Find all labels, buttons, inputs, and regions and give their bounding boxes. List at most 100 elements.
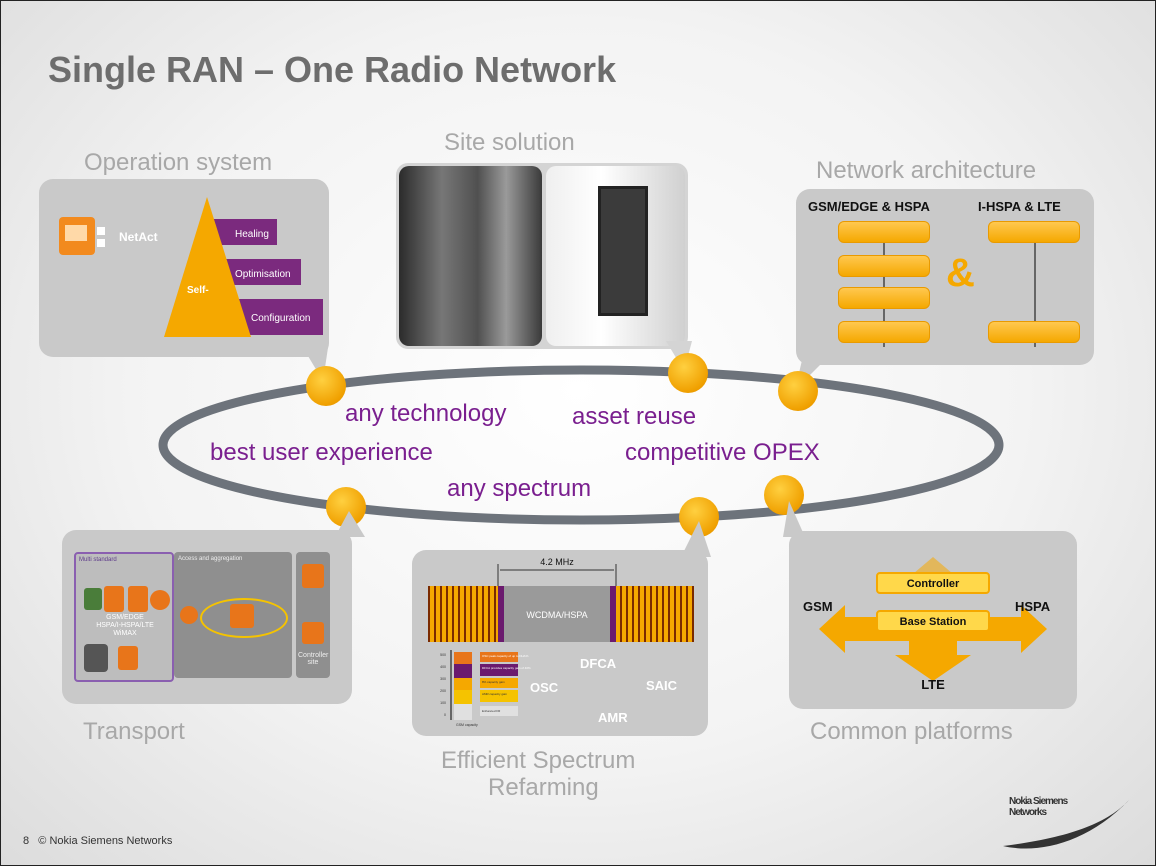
- controller-site-label: Controller site: [298, 652, 329, 666]
- wcdma-band: [504, 586, 610, 642]
- chart-tick: 300: [440, 677, 446, 681]
- access-aggregation-box: Access and aggregation: [174, 552, 292, 678]
- guard-band-left: [498, 586, 504, 642]
- legend-text: AMR capacity gain: [482, 692, 507, 696]
- page-title: Single RAN – One Radio Network: [48, 49, 617, 90]
- ring-pin-network: [778, 371, 818, 411]
- capacity-bar-dfca: [454, 664, 472, 678]
- ihspa-lte-header: I-HSPA & LTE: [978, 199, 1061, 214]
- transport-label: Transport: [83, 718, 185, 745]
- netact-diagram: NetAct Healing Optimisation Configuratio…: [59, 197, 323, 337]
- hub-icon: [180, 606, 198, 624]
- transport-panel: Multi standard GSM/EDGE HSPA/I-HSPA/LTE …: [62, 530, 352, 704]
- network-node: [838, 221, 930, 243]
- concept-competitive-opex: competitive OPEX: [625, 439, 820, 466]
- antenna-icon: [104, 586, 124, 612]
- site-solution-label: Site solution: [444, 129, 575, 156]
- spectrum-panel: WCDMA/HSPA 4.2 MHz 500 400 300 200 100 0…: [412, 550, 708, 736]
- chart-tick: 500: [440, 653, 446, 657]
- chart-tick: 200: [440, 689, 446, 693]
- concept-best-user-experience: best user experience: [210, 439, 433, 466]
- configuration-label: Configuration: [251, 313, 310, 324]
- netact-square-icon: [97, 227, 105, 235]
- chart-axis-label: GSM capacity: [456, 723, 478, 727]
- site-photo-cabinet: [546, 166, 685, 346]
- spectrum-label-line2: Refarming: [488, 774, 599, 801]
- right-stack-line: [1034, 235, 1036, 347]
- legend-text: OSC peak capacity of up to DHA%: [482, 654, 529, 658]
- self-pyramid: [164, 197, 251, 337]
- gsm-carriers-left: [428, 586, 498, 642]
- wcdma-label: WCDMA/HSPA: [526, 610, 587, 620]
- site-solution-panel: [396, 163, 688, 349]
- tower-icon: [84, 588, 102, 610]
- spectrum-label-line1: Efficient Spectrum: [441, 747, 636, 774]
- network-architecture-panel: GSM/EDGE & HSPA I-HSPA & LTE &: [796, 189, 1094, 365]
- platforms-pointer: [783, 501, 805, 537]
- server-icon: [84, 644, 108, 672]
- logo-line1: Nokia Siemens: [1009, 796, 1068, 807]
- chart-tick: 100: [440, 701, 446, 705]
- concept-any-technology: any technology: [345, 400, 507, 427]
- bandwidth-label: 4.2 MHz: [540, 557, 574, 567]
- ring-pin-platforms: [764, 475, 804, 515]
- hspa-label: HSPA: [1015, 599, 1051, 614]
- page-number: 8: [23, 835, 30, 847]
- aggregation-ring: [200, 598, 288, 638]
- multi-standard-label: Multi standard: [79, 557, 117, 563]
- legend-text: Enhanced FR: [482, 709, 501, 713]
- footer: 8 © Nokia Siemens Networks: [23, 835, 172, 847]
- logo-line2: Networks: [1009, 807, 1047, 818]
- netact-label: NetAct: [119, 230, 158, 244]
- capacity-bar-efr: [454, 704, 472, 720]
- gsm-edge-hspa-header: GSM/EDGE & HSPA: [808, 199, 930, 214]
- capacity-bar-amr: [454, 690, 472, 704]
- common-platforms-panel: Controller Base Station GSM HSPA LTE: [789, 531, 1077, 709]
- operation-system-label: Operation system: [84, 149, 273, 176]
- ring-pin-site: [668, 353, 708, 393]
- gsm-carriers-right: [616, 586, 694, 642]
- network-node: [838, 287, 930, 309]
- legend-dfca: [480, 664, 518, 676]
- concept-any-spectrum: any spectrum: [447, 475, 592, 502]
- spectrum-pointer: [681, 521, 711, 557]
- radio-icon: [150, 590, 170, 610]
- logo-swoosh-icon: [1003, 800, 1129, 849]
- chart-tick: 400: [440, 665, 446, 669]
- multi-standard-box: Multi standard GSM/EDGE HSPA/I-HSPA/LTE …: [74, 552, 174, 682]
- guard-band-right: [610, 586, 616, 642]
- gsm-edge-text: GSM/EDGE: [106, 614, 144, 621]
- gateway-icon: [302, 622, 324, 644]
- controller-label: Controller: [907, 578, 960, 590]
- operation-system-panel: NetAct Healing Optimisation Configuratio…: [39, 179, 329, 357]
- stack-text: HSPA/I-HSPA/LTE: [96, 622, 154, 629]
- network-node: [988, 321, 1080, 343]
- base-station-box: [876, 610, 990, 632]
- feature-amr: AMR: [598, 710, 628, 725]
- wimax-text: WiMAX: [113, 630, 137, 637]
- standard-list: GSM/EDGE HSPA/I-HSPA/LTE WiMAX: [90, 614, 160, 638]
- network-architecture-label: Network architecture: [816, 157, 1037, 184]
- legend-osc: [480, 652, 518, 662]
- common-platforms-label: Common platforms: [810, 718, 1013, 745]
- feature-osc: OSC: [530, 680, 559, 695]
- base-station-label: Base Station: [900, 616, 967, 628]
- logo-text: Nokia Siemens Networks: [1009, 796, 1068, 818]
- chart-tick: 0: [444, 713, 446, 717]
- copyright: © Nokia Siemens Networks: [38, 835, 173, 847]
- cabinet-icon: [598, 186, 648, 316]
- access-aggregation-label: Access and aggregation: [178, 556, 243, 562]
- legend-efr: [480, 706, 518, 716]
- platforms-diagram: Controller Base Station GSM HSPA LTE: [803, 557, 1051, 692]
- healing-label: Healing: [235, 229, 269, 240]
- lte-arrow: [895, 641, 971, 681]
- network-node: [838, 255, 930, 277]
- feature-saic: SAIC: [646, 678, 678, 693]
- legend-text: DFCA provides capacity gain of 40%: [482, 666, 531, 670]
- capacity-bar-saic: [454, 678, 472, 690]
- lte-label: LTE: [921, 677, 945, 692]
- router-icon: [230, 604, 254, 628]
- antenna-icon: [118, 646, 138, 670]
